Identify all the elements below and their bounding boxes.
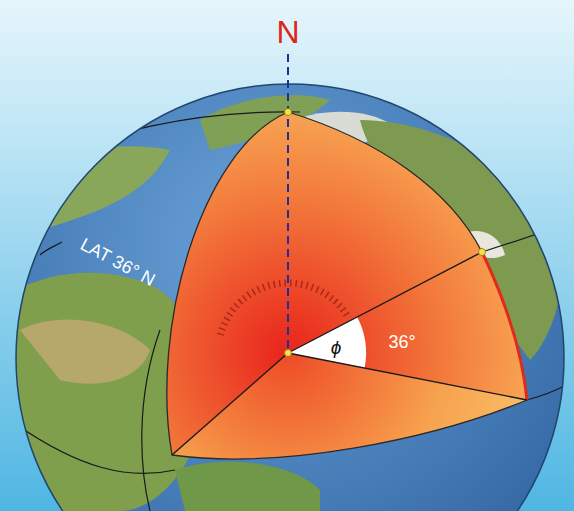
arc-edge [482,252,527,400]
angle-symbol: ϕ [331,338,342,357]
latitude-line [40,242,62,255]
latitude-face [288,112,527,400]
polar-axis [287,54,289,353]
radius-line [172,353,288,455]
latitude-line [10,420,175,473]
north-africa-coast [20,146,170,230]
globe-outline [16,84,564,511]
latitude-line [527,380,574,400]
radius-line [288,353,527,400]
center-dot [285,350,292,357]
radius-line [288,252,482,353]
latitude-lines [10,112,574,511]
latitude-line [482,220,574,252]
sahara [20,320,150,384]
pole-dot [285,109,292,116]
meridian-line [142,330,160,511]
wedge-edge [167,112,527,459]
tick-arc [220,283,348,335]
surface-dot [479,249,486,256]
north-label: N [276,16,299,48]
meridian-face [167,112,288,455]
wedge-edge [288,112,482,252]
land-masses [0,95,563,511]
south-america [175,462,320,511]
angle-value: 36° [388,333,415,351]
